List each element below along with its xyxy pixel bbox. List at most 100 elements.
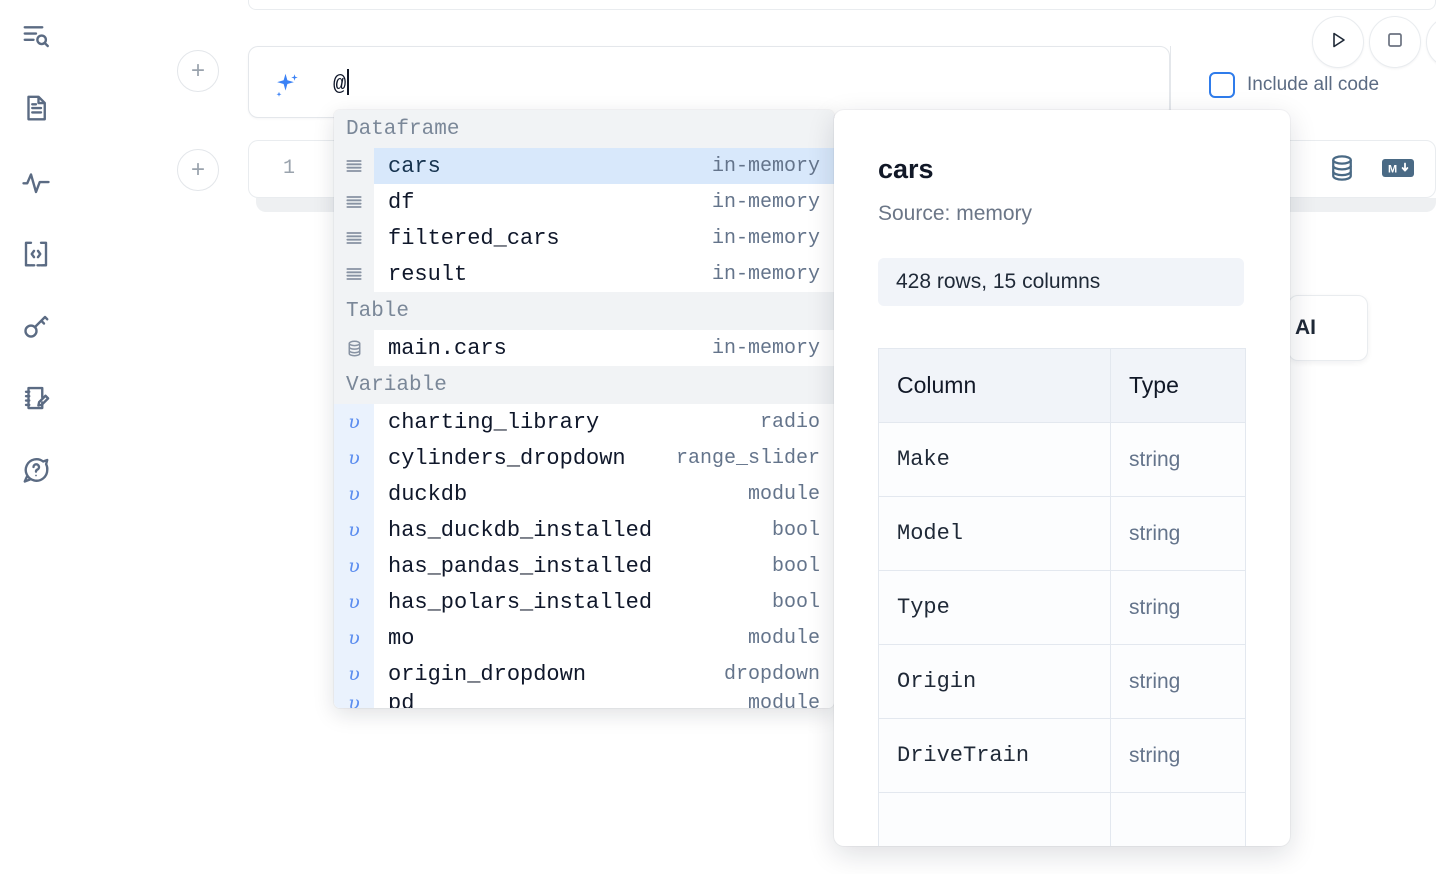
table-row: [878, 792, 1246, 846]
notebook-edit-icon: [21, 383, 51, 413]
autocomplete-item[interactable]: υ charting_library radio: [334, 404, 834, 440]
key-icon: [21, 311, 51, 341]
database-icon[interactable]: [1327, 153, 1357, 188]
column-header: Column: [878, 348, 1111, 423]
ai-prompt-cell[interactable]: @: [248, 46, 1170, 118]
autocomplete-item-name: charting_library: [388, 409, 600, 435]
ai-chip-button[interactable]: AI: [1288, 295, 1368, 361]
autocomplete-item-meta: in-memory: [711, 190, 820, 214]
play-icon: [1326, 28, 1350, 57]
dataframe-icon: [334, 184, 374, 220]
autocomplete-item-name: cylinders_dropdown: [388, 445, 626, 471]
variable-icon: υ: [334, 584, 374, 620]
column-type-cell: string: [1110, 422, 1246, 497]
autocomplete-item-meta: in-memory: [711, 336, 820, 360]
autocomplete-item-meta: bool: [771, 554, 820, 578]
column-name-cell: Origin: [878, 644, 1111, 719]
autocomplete-item[interactable]: υ has_pandas_installed bool: [334, 548, 834, 584]
run-button[interactable]: [1312, 16, 1364, 68]
markdown-icon[interactable]: M: [1381, 156, 1415, 185]
autocomplete-item-meta: bool: [771, 590, 820, 614]
autocomplete-section-header: Table: [334, 292, 834, 330]
column-name-cell: Type: [878, 570, 1111, 645]
sidebar-item-help[interactable]: [12, 446, 60, 494]
info-shape-badge: 428 rows, 15 columns: [878, 258, 1244, 306]
add-cell-button-bottom[interactable]: +: [177, 149, 219, 191]
include-all-code-checkbox[interactable]: [1209, 72, 1235, 98]
document-icon: [21, 93, 51, 123]
autocomplete-item-meta: module: [747, 626, 820, 650]
autocomplete-item-meta: range_slider: [675, 446, 820, 470]
sidebar-item-snippets[interactable]: [12, 230, 60, 278]
info-source: Source: memory: [878, 202, 1033, 225]
include-all-code-label: Include all code: [1247, 74, 1380, 95]
column-type-cell: string: [1110, 570, 1246, 645]
autocomplete-item-name: pd: [388, 692, 415, 708]
autocomplete-item-name: has_duckdb_installed: [388, 517, 653, 543]
code-brackets-icon: [21, 239, 51, 269]
variable-info-panel: cars Source: memory 428 rows, 15 columns…: [834, 110, 1290, 846]
variable-icon: υ: [334, 692, 374, 708]
autocomplete-item-name: mo: [388, 625, 415, 651]
ai-sparkle-icon: [271, 71, 301, 101]
autocomplete-item-meta: in-memory: [711, 262, 820, 286]
variable-icon: υ: [334, 656, 374, 692]
sidebar-item-explorer[interactable]: [12, 12, 60, 60]
column-name-cell: Make: [878, 422, 1111, 497]
info-title: cars: [878, 154, 934, 184]
add-cell-button-top[interactable]: +: [177, 50, 219, 92]
ai-prompt-input[interactable]: @: [333, 69, 350, 97]
sidebar-item-scratchpad[interactable]: [12, 374, 60, 422]
variable-icon: υ: [334, 620, 374, 656]
column-name-cell: DriveTrain: [878, 718, 1111, 793]
stop-button[interactable]: [1369, 16, 1421, 68]
plus-icon: +: [190, 57, 205, 84]
autocomplete-item[interactable]: main.cars in-memory: [334, 330, 834, 366]
autocomplete-item-meta: in-memory: [711, 226, 820, 250]
autocomplete-item-meta: radio: [759, 410, 820, 434]
svg-text:M: M: [1388, 164, 1397, 176]
dataframe-icon: [334, 220, 374, 256]
sidebar-item-document[interactable]: [12, 84, 60, 132]
sidebar-rail: [0, 0, 72, 874]
text-caret: [347, 69, 350, 95]
ai-chip-label: AI: [1295, 316, 1316, 339]
sidebar-item-secrets[interactable]: [12, 302, 60, 350]
autocomplete-item-meta: module: [747, 482, 820, 506]
autocomplete-item-meta: module: [747, 692, 820, 708]
autocomplete-item-name: has_pandas_installed: [388, 553, 653, 579]
stop-icon: [1383, 28, 1407, 57]
include-all-code-row[interactable]: Include all code: [1209, 72, 1379, 98]
sidebar-item-activity[interactable]: [12, 158, 60, 206]
file-search-icon: [21, 21, 51, 51]
variable-icon: υ: [334, 548, 374, 584]
autocomplete-item-name: filtered_cars: [388, 225, 560, 251]
line-number: 1: [282, 157, 295, 180]
column-name-cell: [878, 792, 1111, 846]
autocomplete-item-name: duckdb: [388, 481, 468, 507]
activity-icon: [21, 167, 51, 197]
autocomplete-item-name: origin_dropdown: [388, 661, 587, 687]
column-type-cell: [1110, 792, 1246, 846]
plus-icon: +: [190, 156, 205, 183]
autocomplete-item[interactable]: filtered_cars in-memory: [334, 220, 834, 256]
autocomplete-item-name: main.cars: [388, 335, 507, 361]
dataframe-icon: [334, 148, 374, 184]
variable-icon: υ: [334, 404, 374, 440]
autocomplete-section-header: Dataframe: [334, 110, 834, 148]
